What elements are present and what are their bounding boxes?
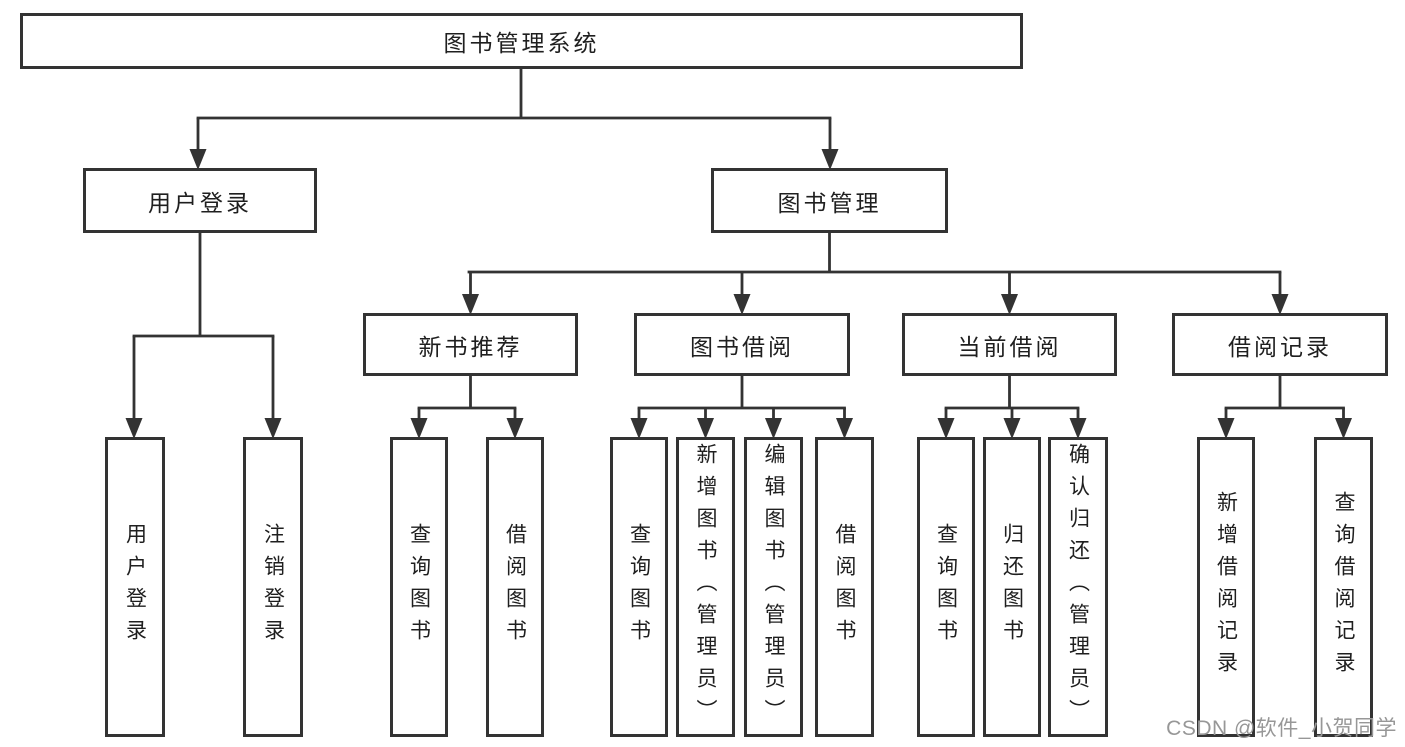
leaf-newbook-borrow-books: 借阅图书	[486, 437, 544, 737]
leaf-label: 新增借阅记录	[1214, 491, 1238, 683]
leaf-label: 编辑图书（管理员）	[762, 443, 785, 731]
node-borrowing-records: 借阅记录	[1172, 313, 1388, 376]
leaf-label: 查询借阅记录	[1332, 491, 1355, 683]
node-root: 图书管理系统	[20, 13, 1023, 69]
node-label: 借阅记录	[1228, 333, 1332, 360]
leaf-user-login: 用户登录	[105, 437, 165, 737]
leaf-label: 注销登录	[261, 523, 285, 651]
node-new-book-recommend: 新书推荐	[363, 313, 578, 376]
leaf-label: 用户登录	[123, 523, 147, 651]
node-book-management: 图书管理	[711, 168, 948, 233]
leaf-borrowing-query-books: 查询图书	[610, 437, 668, 737]
leaf-label: 查询图书	[627, 523, 651, 651]
leaf-borrowing-borrow-books: 借阅图书	[815, 437, 874, 737]
node-current-borrowing: 当前借阅	[902, 313, 1117, 376]
leaf-label: 借阅图书	[503, 523, 527, 651]
node-user-login: 用户登录	[83, 168, 317, 233]
leaf-current-confirm-return-admin: 确认归还（管理员）	[1048, 437, 1108, 737]
leaf-records-query-borrow-record: 查询借阅记录	[1314, 437, 1373, 737]
leaf-records-add-borrow-record: 新增借阅记录	[1197, 437, 1255, 737]
node-label: 用户登录	[148, 189, 252, 216]
node-label: 当前借阅	[957, 333, 1062, 360]
leaf-label: 查询图书	[934, 523, 958, 651]
leaf-newbook-query-books: 查询图书	[390, 437, 448, 737]
node-book-borrowing: 图书借阅	[634, 313, 850, 376]
leaf-label: 确认归还（管理员）	[1066, 443, 1090, 731]
node-label: 图书管理	[777, 189, 882, 216]
node-label: 图书借阅	[690, 333, 794, 360]
watermark: CSDN @软件_小贺同学	[1166, 717, 1397, 740]
leaf-current-return-books: 归还图书	[983, 437, 1041, 737]
leaf-current-query-books: 查询图书	[917, 437, 975, 737]
leaf-label: 查询图书	[407, 523, 431, 651]
leaf-logout: 注销登录	[243, 437, 303, 737]
leaf-label: 归还图书	[1000, 523, 1024, 651]
leaf-borrowing-edit-books-admin: 编辑图书（管理员）	[744, 437, 803, 737]
node-label: 图书管理系统	[443, 30, 600, 56]
leaf-label: 借阅图书	[833, 523, 856, 651]
leaf-label: 新增图书（管理员）	[694, 443, 717, 731]
leaf-borrowing-add-books-admin: 新增图书（管理员）	[676, 437, 735, 737]
node-label: 新书推荐	[418, 333, 523, 360]
